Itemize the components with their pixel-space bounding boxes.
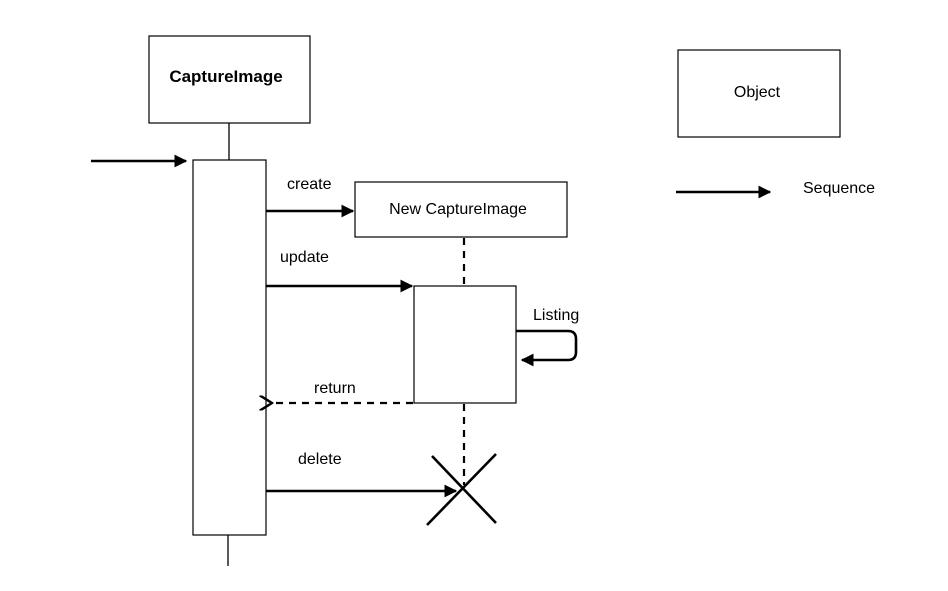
captureimage-object: CaptureImage — [148, 35, 311, 124]
legend-object-box — [677, 49, 841, 138]
update-message-label: update — [280, 249, 329, 266]
listing-self-call-arrow — [516, 329, 578, 367]
destruction-x-icon — [426, 453, 497, 526]
legend-sequence-label: Sequence — [803, 180, 875, 197]
listing-self-call-label: Listing — [533, 307, 579, 324]
new-captureimage-object: New CaptureImage — [354, 181, 568, 238]
new-captureimage-label: New CaptureImage — [389, 201, 527, 218]
captureimage-activation-bar — [192, 159, 267, 536]
create-message-label: create — [287, 176, 332, 193]
new-captureimage-activation-box — [413, 285, 517, 404]
legend: Object Sequence — [676, 49, 875, 199]
captureimage-object-label: CaptureImage — [169, 67, 282, 86]
delete-message-label: delete — [298, 451, 342, 468]
return-message-label: return — [314, 380, 356, 397]
legend-object-label: Object — [734, 84, 781, 101]
